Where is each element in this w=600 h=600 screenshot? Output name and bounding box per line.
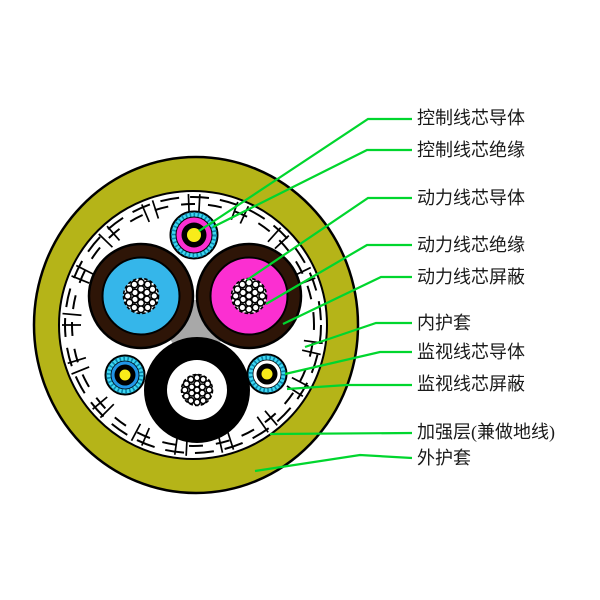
label-control-core-insulation: 控制线芯绝缘 [417,140,525,160]
label-monitor-core-shield: 监视线芯屏蔽 [417,374,525,394]
leader-lines [198,117,413,473]
braid-texture [248,355,286,393]
power-core-blue [87,242,195,350]
leader-control-insulation [212,148,412,228]
label-outer-sheath: 外护套 [417,448,471,468]
label-control-core-conductor: 控制线芯导体 [417,108,525,128]
monitor-core-left [104,354,146,396]
leader-reinforcement [269,431,413,436]
conductor-strands [123,278,159,314]
monitor-conductor [261,368,273,380]
label-power-core-conductor: 动力线芯导体 [417,188,525,208]
leader-monitor-conductor [284,350,412,376]
leader-monitor-shield [286,383,412,391]
leader-control-conductor [198,117,412,232]
conductor-strands [231,278,267,314]
monitor-conductor [119,369,131,381]
leader-power-insulation [265,243,412,305]
braid-texture [171,212,217,258]
conductor-strands [181,374,213,406]
label-power-core-shield: 动力线芯屏蔽 [417,267,525,287]
label-power-core-insulation: 动力线芯绝缘 [417,235,525,255]
label-monitor-core-conductor: 监视线芯导体 [417,342,525,362]
label-reinforcement-layer: 加强层(兼做地线) [417,422,555,442]
reinforcement-ticks [62,194,323,456]
control-core [169,210,219,260]
leader-power-conductor [246,196,412,281]
leader-inner-sheath [304,321,412,349]
leader-power-shield [282,275,412,325]
monitor-core-right [246,353,288,395]
reinforcement-layer-ring [62,194,323,456]
power-core-magenta [195,242,303,350]
label-inner-sheath: 内护套 [417,313,471,333]
braid-texture [106,356,144,394]
leader-outer-sheath [254,453,413,473]
power-core-white [144,337,250,443]
control-conductor [187,228,201,242]
